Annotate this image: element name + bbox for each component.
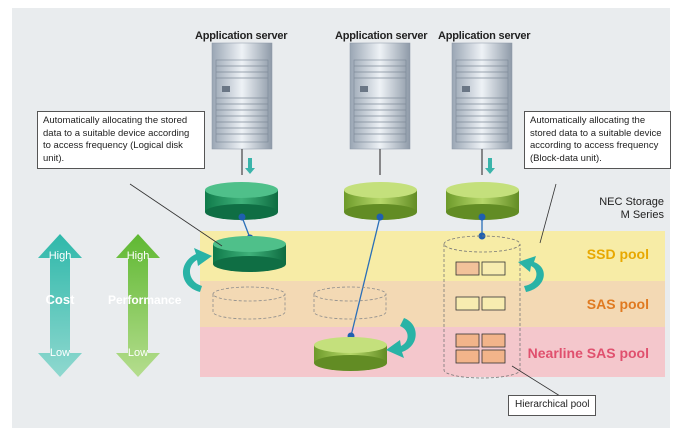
logical-disk-server-2 [344,182,417,220]
down-arrow-icon [485,158,495,174]
server-3 [451,42,513,150]
server-1 [211,42,273,150]
storage-label: NEC Storage M Series [596,196,664,222]
hierarchical-pool-pointer [511,365,561,397]
performance-arrow [116,234,160,377]
callout-logical-disk: Automatically allocating the stored data… [37,111,205,169]
performance-label: Performance [108,293,182,307]
sas-band [200,281,665,327]
nearline-band [200,327,665,377]
down-arrow-icon [245,158,255,174]
callout-right-pointer [539,183,557,244]
curved-arrow-up-left-icon [182,248,212,292]
server-label-3: Application server [438,30,531,42]
logical-disk-server-3 [446,182,519,220]
nearline-disk-moved [314,337,387,371]
data-blocks [455,261,506,364]
server-2 [349,42,411,150]
ssd-pool-label: SSD pool [586,246,649,262]
hierarchical-pool-cylinder [443,235,521,379]
migration-arrows [182,248,544,358]
sas-pool-label: SAS pool [586,296,649,312]
hierarchical-pool-label: Hierarchical pool [508,395,597,416]
storage-label-line1: NEC Storage [599,196,664,208]
storage-label-line2: M Series [620,209,664,221]
sas-ghost-disks [212,286,387,320]
cost-label: Cost [45,292,75,307]
server-label-1: Application server [195,30,288,42]
server-label-2: Application server [335,30,428,42]
curved-arrow-up-right-icon [518,256,544,292]
ssd-disk-moved [213,236,286,272]
performance-low-label: Low [127,347,149,359]
callout-left-pointer [129,183,223,247]
cost-high-label: High [48,250,72,262]
server-ribs [216,65,508,135]
logical-disk-server-1 [205,182,278,220]
cost-low-label: Low [49,347,71,359]
callout-block-data: Automatically allocating the stored data… [524,111,671,169]
nearline-sas-pool-label: Nearline SAS pool [527,345,649,361]
cost-arrow [38,234,82,377]
performance-high-label: High [126,250,150,262]
curved-arrow-down-icon [386,318,416,358]
server-connectors [241,149,495,175]
